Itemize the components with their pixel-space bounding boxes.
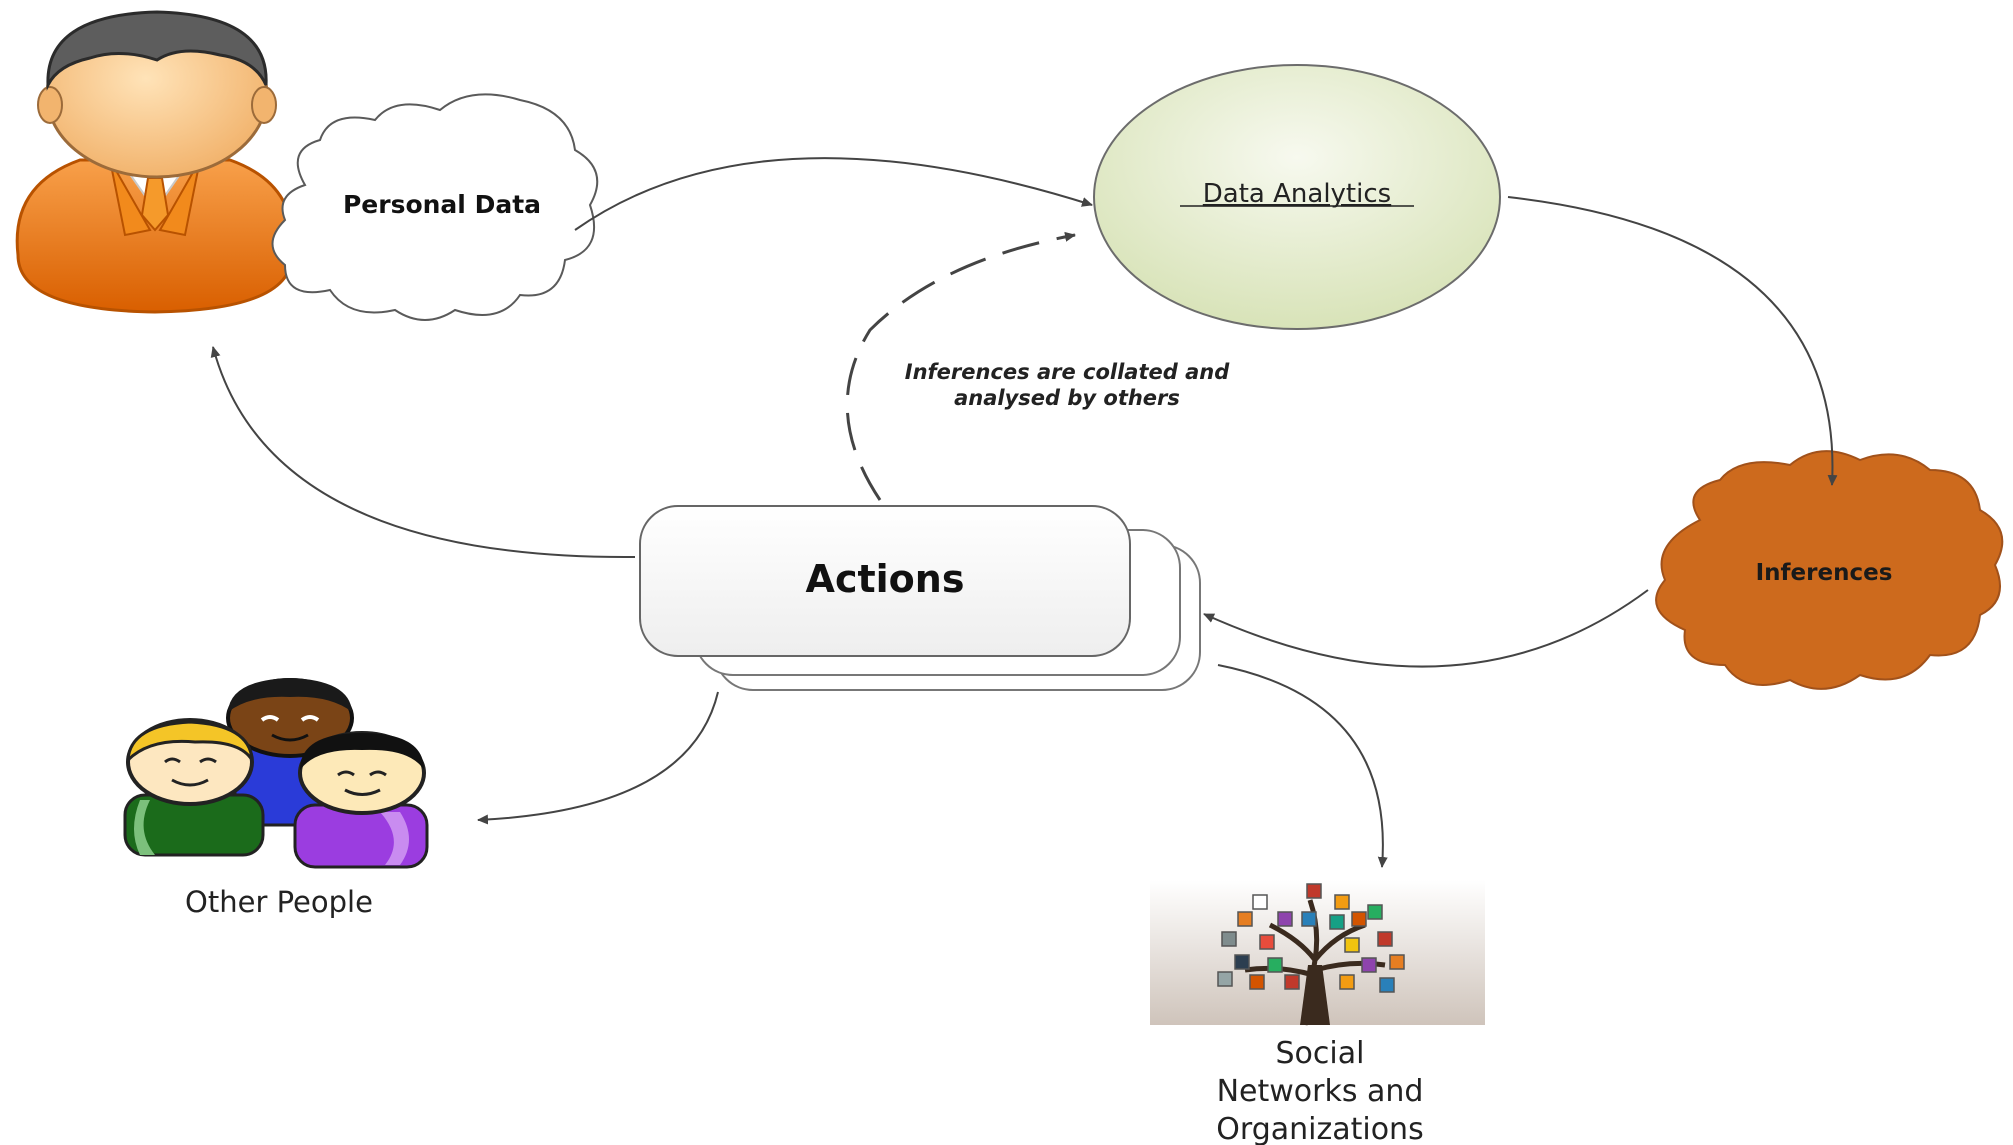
personal-data-cloud: Personal Data — [271, 93, 599, 321]
arrow-actions-to-social-networks — [1217, 664, 1388, 868]
data-analytics-label: Data Analytics — [1203, 179, 1391, 209]
arrows — [210, 157, 1838, 868]
arrow-actions-to-other-people — [477, 691, 719, 825]
inferences-cloud: Inferences — [1655, 450, 2004, 690]
arrow-actions-to-person — [210, 346, 636, 559]
other-people-label: Other People — [185, 885, 373, 919]
personal-data-label: Personal Data — [343, 190, 541, 219]
arrow-inferences-to-actions — [1203, 589, 1649, 668]
people-group-icon — [123, 678, 429, 869]
social-networks-label-line-3: Organizations — [1216, 1112, 1423, 1145]
data-analytics-node: Data Analytics — [1093, 64, 1501, 330]
actions-label: Actions — [806, 557, 965, 601]
collated-annotation: Inferences are collated and analysed by … — [905, 360, 1230, 410]
social-networks-label-line-1: Social — [1276, 1036, 1365, 1071]
annotation-line-1: Inferences are collated and — [905, 360, 1230, 384]
arrow-actions-to-analytics-dashed — [845, 231, 1076, 501]
social-networks-label: Social Networks and Organizations — [1216, 1036, 1423, 1145]
annotation-line-2: analysed by others — [954, 386, 1180, 410]
person-icon — [15, 10, 295, 314]
actions-node: Actions — [639, 505, 1201, 691]
social-tree-icon — [1150, 880, 1485, 1026]
inferences-label: Inferences — [1756, 560, 1893, 586]
social-networks-label-line-2: Networks and — [1217, 1074, 1424, 1109]
arrow-personal-data-to-analytics — [574, 157, 1093, 231]
arrow-analytics-to-inferences — [1507, 196, 1838, 486]
